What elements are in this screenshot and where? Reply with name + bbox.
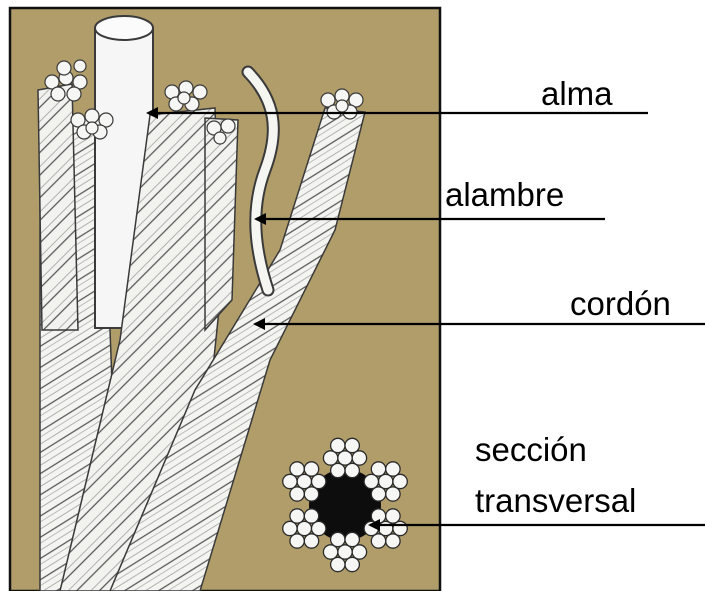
cross-section-wire xyxy=(304,462,318,476)
label-seccion: sección xyxy=(475,430,587,470)
label-transversal: transversal xyxy=(475,481,636,521)
cross-section-wire xyxy=(304,534,318,548)
cross-section-wire xyxy=(386,509,400,523)
core-top xyxy=(95,16,153,40)
label-cordon: cordón xyxy=(570,284,671,324)
cross-section-wire xyxy=(290,462,304,476)
cross-section-wire xyxy=(345,463,359,477)
cross-section-wire xyxy=(345,557,359,571)
cross-section-wire xyxy=(290,509,304,523)
cross-section-wire xyxy=(304,509,318,523)
label-alambre: alambre xyxy=(445,175,564,215)
cross-section-wire xyxy=(386,534,400,548)
cross-section-wire xyxy=(304,487,318,501)
cross-section-wire xyxy=(331,532,345,546)
strand-end-front-left xyxy=(71,109,113,139)
cross-section-wire xyxy=(371,462,385,476)
cross-section-wire xyxy=(386,462,400,476)
cross-section-wire xyxy=(331,438,345,452)
label-alma: alma xyxy=(541,74,613,114)
cross-section-wire xyxy=(386,487,400,501)
cross-section-wire xyxy=(345,438,359,452)
cross-section-wire xyxy=(345,532,359,546)
